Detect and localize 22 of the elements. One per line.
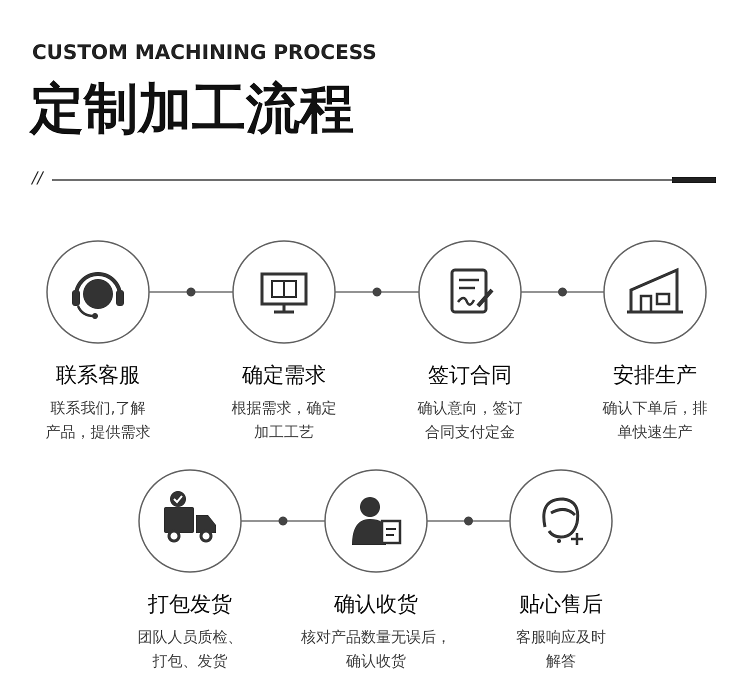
- connector: [149, 291, 233, 293]
- connector: [335, 291, 419, 293]
- step-description: 确认意向，签订合同支付定金: [416, 398, 524, 443]
- connector: [521, 291, 604, 293]
- connector: [241, 520, 325, 522]
- step-description: 核对产品数量无误后，确认收货: [300, 627, 452, 672]
- step-title: 贴心售后: [519, 591, 603, 617]
- slash-mark: //: [32, 168, 43, 187]
- title: 定制加工流程: [30, 76, 354, 142]
- step-description: 团队人员质检、打包、发货: [136, 627, 244, 672]
- step-description: 客服响应及时解答: [515, 627, 607, 672]
- step-title: 确认收货: [334, 591, 418, 617]
- step-title: 联系客服: [56, 362, 140, 388]
- step-title: 确定需求: [242, 362, 326, 388]
- step-title: 签订合同: [428, 362, 512, 388]
- step-description: 确认下单后，排单快速生产: [602, 398, 708, 443]
- step-description: 根据需求，确定加工工艺: [230, 398, 338, 443]
- connector: [427, 520, 510, 522]
- step-title: 打包发货: [148, 591, 232, 617]
- step-description: 联系我们,了解产品，提供需求: [44, 398, 152, 443]
- step-title: 安排生产: [613, 362, 697, 388]
- subtitle: CUSTOM MACHINING PROCESS: [32, 40, 377, 64]
